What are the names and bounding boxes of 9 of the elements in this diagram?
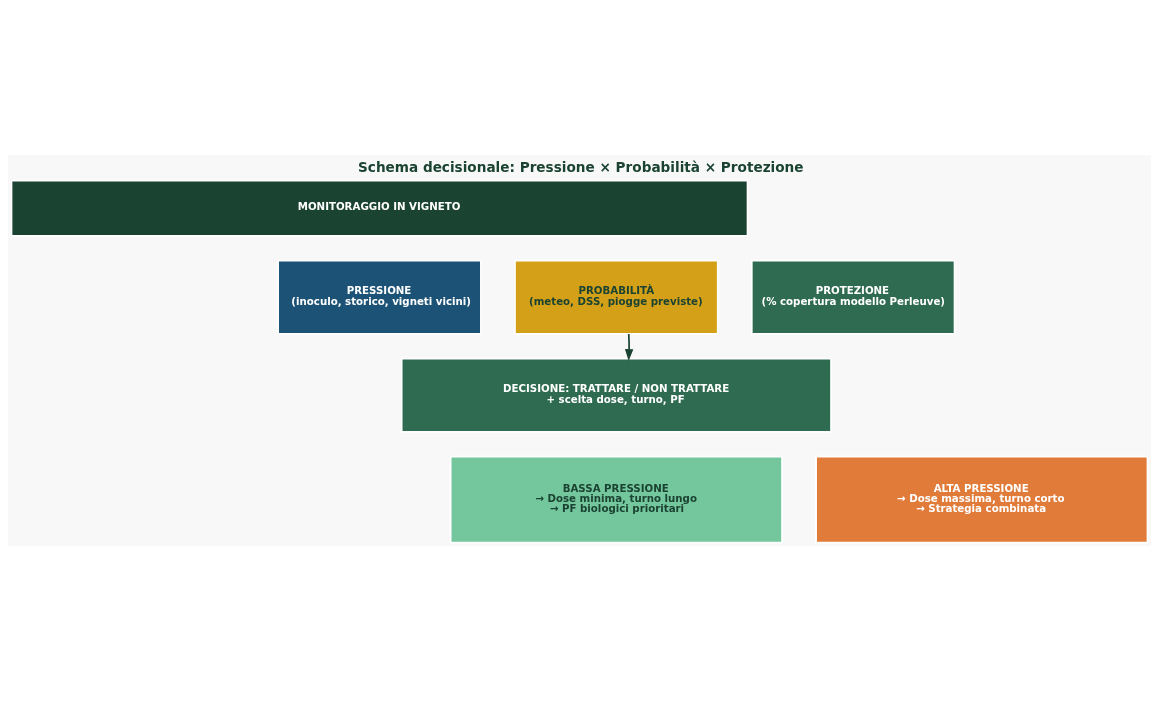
node-box: BASSA PRESSIONE → Dose minima, turno lungo → PF biologici prioritari bbox=[449, 455, 783, 544]
node-box: PROBABILITÀ (meteo, DSS, piogge previste) bbox=[514, 259, 719, 335]
node-box: ALTA PRESSIONE → Dose massima, turno corto → Strategia combinata bbox=[815, 455, 1149, 544]
arrow bbox=[624, 333, 634, 362]
node-box: PROTEZIONE (% copertura modello Perleuve) bbox=[750, 259, 956, 335]
node-box: MONITORAGGIO IN VIGNETO bbox=[10, 179, 749, 237]
diagram-title: Schema decisionale: Pressione × Probabilità × Protezione bbox=[358, 158, 804, 175]
node-box: PRESSIONE (inoculo, storico, vigneti vicini) bbox=[277, 259, 482, 335]
node-box: DECISIONE: TRATTARE / NON TRATTARE + scelta dose, turno, PF bbox=[400, 357, 832, 433]
